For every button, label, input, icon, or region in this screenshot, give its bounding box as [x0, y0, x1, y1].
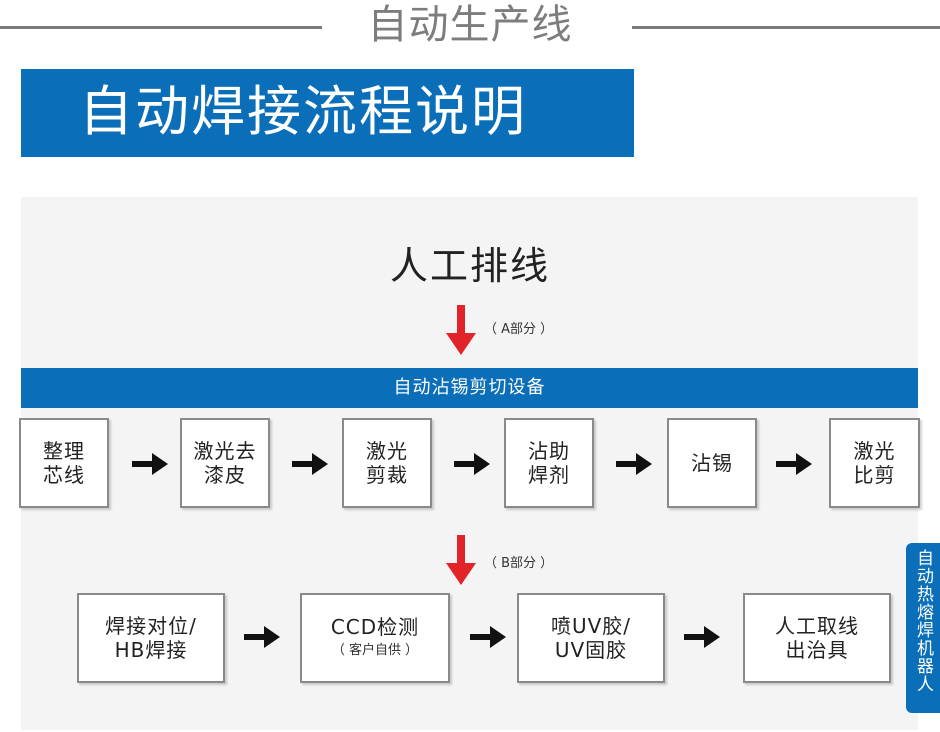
arrow-right-icon	[616, 453, 652, 475]
arrow-right-icon	[454, 453, 490, 475]
arrow-right-icon	[470, 626, 506, 648]
step-a6-line1: 激光	[853, 439, 896, 463]
step-b2-note: （ 客户自供 ）	[331, 643, 419, 658]
step-box-b1: 焊接对位/ HB焊接	[77, 593, 225, 683]
part-b-label: （ B部分 ）	[484, 556, 554, 571]
step-a2-line2: 漆皮	[204, 463, 246, 487]
step-b1-line1: 焊接对位/	[105, 614, 197, 638]
arrow-right-icon	[132, 453, 168, 475]
step-box-b4: 人工取线 出治具	[743, 593, 891, 683]
arrow-right-icon	[684, 626, 720, 648]
arrow-right-icon	[292, 453, 328, 475]
step-a5-line1: 沾锡	[691, 451, 733, 475]
step-box-b2: CCD检测 （ 客户自供 ）	[300, 593, 450, 683]
arrow-right-icon	[244, 626, 280, 648]
step-box-a6: 激光 比剪	[829, 418, 920, 508]
part-a-label: （ A部分 ）	[484, 322, 554, 337]
step-a1-line2: 芯线	[43, 463, 85, 487]
step-a4-line2: 焊剂	[528, 463, 570, 487]
step-a2-line1: 激光去	[193, 439, 257, 463]
step-b1-line2: HB焊接	[114, 638, 188, 662]
step-b4-line2: 出治具	[785, 638, 849, 662]
step-a4-line1: 沾助	[528, 439, 570, 463]
red-down-arrow-a	[446, 305, 476, 355]
step-box-a2: 激光去 漆皮	[180, 418, 270, 508]
equipment-bar-label: 自动沾锡剪切设备	[393, 377, 546, 398]
arrow-right-icon	[776, 453, 812, 475]
title-banner: 自动焊接流程说明	[21, 69, 634, 157]
header-right-rule	[632, 26, 940, 29]
step-box-a5: 沾锡	[667, 418, 757, 508]
flow-start-label: 人工排线	[389, 244, 550, 288]
red-down-arrow-b	[446, 535, 476, 585]
step-a1-line1: 整理	[43, 439, 85, 463]
step-box-a3: 激光 剪裁	[342, 418, 432, 508]
step-a6-line2: 比剪	[853, 463, 896, 487]
step-b4-line1: 人工取线	[775, 614, 859, 638]
step-box-b3: 喷UV胶/ UV固胶	[517, 593, 665, 683]
step-b2-line1: CCD检测	[330, 615, 420, 639]
step-box-a4: 沾助 焊剂	[504, 418, 594, 508]
side-tab-robot[interactable]: 自动热熔焊机器人	[906, 543, 940, 713]
header-title: 自动生产线	[367, 2, 573, 48]
step-a3-line2: 剪裁	[366, 463, 408, 487]
equipment-bar: 自动沾锡剪切设备	[21, 368, 918, 408]
header-left-rule	[0, 26, 322, 29]
step-b3-line1: 喷UV胶/	[550, 614, 632, 638]
banner-title: 自动焊接流程说明	[79, 80, 527, 143]
step-a3-line1: 激光	[366, 439, 408, 463]
step-box-a1: 整理 芯线	[19, 418, 109, 508]
step-b3-line2: UV固胶	[554, 638, 628, 662]
side-tab-label: 自动热熔焊机器人	[913, 549, 933, 693]
